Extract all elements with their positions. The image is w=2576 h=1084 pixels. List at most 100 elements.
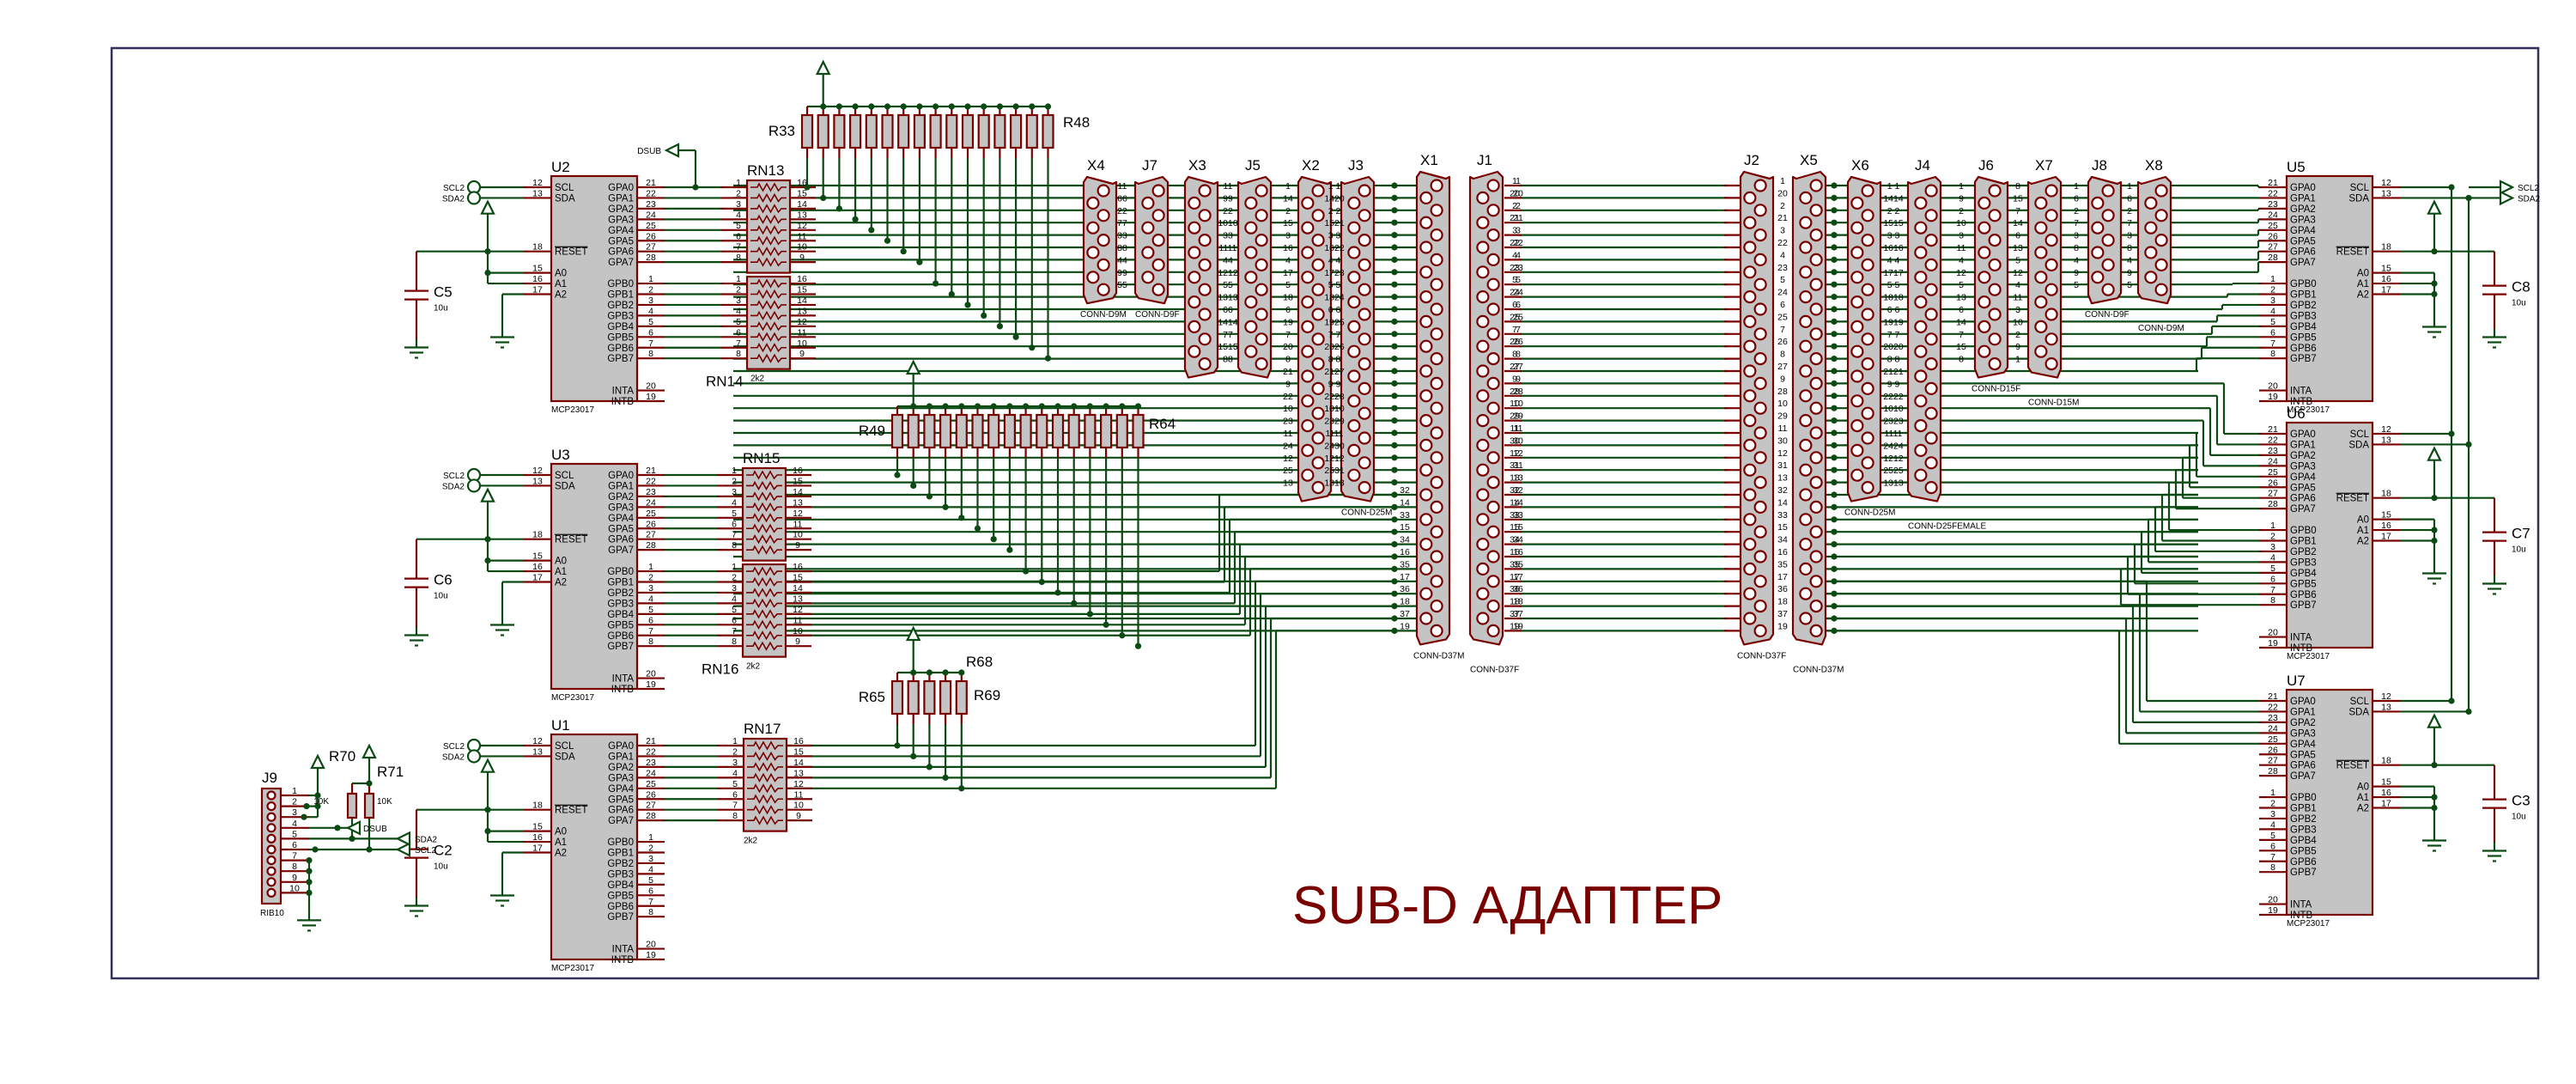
ground-icon <box>490 886 514 907</box>
gpb-pin-number: 7 <box>648 338 653 349</box>
junction-dot <box>804 184 811 191</box>
gpb-pin-name: GPB7 <box>607 354 634 364</box>
rn-pin-number: 9 <box>799 349 805 359</box>
capacitor <box>2482 764 2506 843</box>
junction-dot <box>1391 541 1398 548</box>
dsub-shell <box>1133 175 1170 305</box>
junction-dot <box>868 103 875 110</box>
dsub-contact <box>1924 381 1938 395</box>
dsub-contact <box>2091 246 2105 259</box>
dsub-contact <box>1861 381 1874 395</box>
resistor-zigzag-icon <box>750 246 787 257</box>
junction-dot <box>1134 403 1142 410</box>
dsub-contact <box>1347 196 1361 210</box>
connector-pin-label: 6 <box>1285 305 1291 315</box>
resistor-body <box>907 679 920 716</box>
connector-pin-label: 34 <box>1510 535 1520 545</box>
junction-dot <box>996 103 1003 110</box>
connector-pin-label: 37 <box>1510 609 1520 619</box>
dsub-contact <box>2091 221 2105 234</box>
dsub-contact <box>1861 258 1874 271</box>
dsub-contact <box>1419 216 1433 229</box>
gpb-pin-name: GPB0 <box>607 567 634 577</box>
junction-dot <box>1831 368 1838 375</box>
gpa-pin-number: 26 <box>646 789 656 800</box>
gpa-pin-number: 28 <box>2268 253 2278 263</box>
connector-pin-label: 6 6 <box>1887 305 1900 315</box>
junction-dot <box>1029 344 1036 351</box>
ctrl-pin-name: SDA <box>555 193 575 204</box>
ground-icon <box>297 911 321 932</box>
resistor-body <box>1019 413 1032 449</box>
resistor-body <box>923 679 936 716</box>
dsub-contact <box>1914 419 1928 433</box>
ic-body <box>2285 421 2374 649</box>
dsub-contact <box>1486 228 1500 242</box>
gpa-pin-name: GPA6 <box>2290 247 2316 258</box>
junction-dot <box>1831 491 1838 498</box>
connector-part: CONN-D15F <box>1971 385 2020 394</box>
gpa-pin-number: 25 <box>2268 734 2278 745</box>
connector-pin-label: 1515 <box>1883 218 1904 228</box>
bus-terminal-icon <box>466 191 482 205</box>
connector-pin-label: 2127 <box>1324 367 1345 377</box>
connector-pin-label: 1 <box>1959 181 1964 192</box>
connector-pin-label: 14 <box>1283 193 1293 204</box>
ctrl-pin-name: RESET <box>555 806 587 816</box>
junction-dot <box>692 184 699 191</box>
gpb-pin-number: 3 <box>648 295 653 306</box>
int-pin-number: 20 <box>2268 895 2278 905</box>
dsub-contact <box>2154 283 2168 296</box>
dsub-contact <box>1198 209 1212 222</box>
dsub-contact <box>1753 500 1767 515</box>
dsub-contact <box>1799 364 1813 378</box>
dsub-contact <box>1988 184 2002 198</box>
dsub-contact <box>1861 308 1874 321</box>
dsub-contact <box>1486 624 1500 638</box>
gpb-pin-number: 7 <box>2270 585 2275 595</box>
junction-dot <box>942 669 949 676</box>
header-ref: J9 <box>262 770 277 786</box>
rn-pin-number: 8 <box>736 349 741 359</box>
gpa-pin-name: GPA4 <box>2290 740 2316 750</box>
connector-ref: X6 <box>1851 157 1869 174</box>
resistor-body <box>1067 413 1080 449</box>
int-pin-name: INTB <box>2290 397 2313 407</box>
gpa-pin-name: GPA4 <box>608 784 634 795</box>
connector-pin-label: 30 <box>1777 435 1788 446</box>
dsub-contact <box>1850 369 1864 383</box>
dsub-contact <box>1486 426 1500 440</box>
junction-dot <box>1831 306 1838 313</box>
junction-dot <box>1831 269 1838 276</box>
bus-label: SDA2 <box>442 482 465 491</box>
junction-dot <box>996 323 1003 330</box>
gpa-pin-name: GPA7 <box>608 545 634 556</box>
junction-dot <box>1391 405 1398 411</box>
ic-u2 <box>524 174 665 403</box>
resistor-zigzag-icon <box>747 794 783 804</box>
dsub-contact <box>1419 290 1433 304</box>
gpa-pin-name: GPA4 <box>2290 472 2316 483</box>
connector-pin-label: 24 <box>1777 288 1788 298</box>
bus-label: SCL2 <box>443 472 465 481</box>
junction-dot <box>484 807 491 813</box>
gpa-pin-name: GPA6 <box>608 806 634 816</box>
resistor-body <box>977 113 990 149</box>
rn-pin-number: 10 <box>793 626 803 636</box>
capacitor <box>404 539 428 627</box>
gpa-pin-name: GPA6 <box>2290 761 2316 771</box>
dsub-contact <box>1978 271 1991 284</box>
junction-dot <box>2431 794 2438 801</box>
dsub-contact <box>1301 468 1315 482</box>
gpa-pin-name: GPA1 <box>608 481 634 491</box>
junction-dot <box>1831 207 1838 214</box>
gpa-pin-number: 25 <box>646 779 656 789</box>
junction-dot <box>990 403 997 410</box>
junction-dot <box>1391 503 1398 511</box>
gpb-pin-name: GPB2 <box>607 301 634 311</box>
dsub-contact <box>1914 320 1928 333</box>
ic-part: MCP23017 <box>551 964 594 973</box>
junction-dot <box>1391 603 1398 610</box>
junction-dot <box>926 764 933 770</box>
header-pin-number: 8 <box>292 862 297 872</box>
